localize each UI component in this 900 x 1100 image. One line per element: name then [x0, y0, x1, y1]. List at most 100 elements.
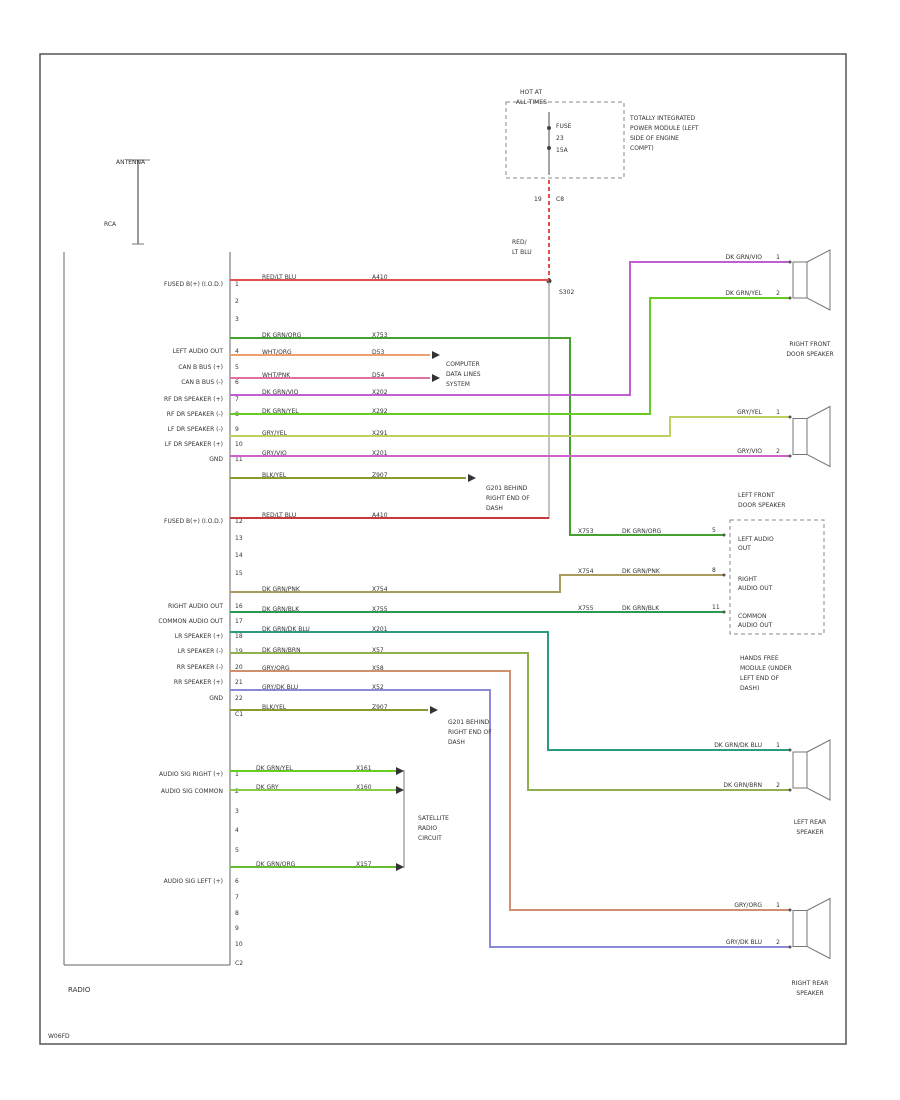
fuse-label: FUSE [556, 123, 572, 130]
wire-rr-minus-circuit: X58 [372, 665, 384, 672]
hands-free-module-name-line: HANDS FREE [740, 655, 779, 662]
arrow-can-plus [432, 351, 440, 359]
radio-pin-number: 9 [235, 925, 239, 932]
satellite-connector-arrow [396, 786, 404, 794]
wire-rf-speaker-minus [230, 297, 790, 415]
radio-pin-label: LF DR SPEAKER (-) [168, 426, 223, 433]
wire-lr-plus-color: DK GRN/DK BLU [262, 626, 310, 633]
ground-2-arrow [430, 706, 438, 714]
speaker-cone-icon [806, 405, 831, 468]
wire-lf-minus-circuit: X291 [372, 430, 388, 437]
ground-2-label-line: G201 BEHIND [448, 719, 490, 726]
speaker-magnet-icon [792, 261, 808, 299]
speaker-wire-b-color: GRY/VIO [737, 448, 762, 455]
radio-pin-label: RF DR SPEAKER (-) [167, 411, 223, 418]
speaker-magnet-icon [792, 910, 808, 947]
radio-pin-number: 4 [235, 348, 239, 355]
wire-rr-plus-circuit: X52 [372, 684, 384, 691]
hfm-pin-terminal [722, 533, 726, 537]
radio-pin-label: AUDIO SIG RIGHT (+) [159, 771, 223, 778]
speaker-name-line: DOOR SPEAKER [786, 351, 833, 358]
tipm-module-name-line: COMPT) [630, 145, 654, 152]
wire-lf-plus-color: GRY/VIO [262, 450, 287, 457]
speaker-wire-b-color: DK GRN/YEL [725, 290, 762, 297]
radio-pin-number: 18 [235, 633, 243, 640]
wire-rr-minus-color: GRY/ORG [262, 665, 290, 672]
radio-pin-number: 7 [235, 894, 239, 901]
speaker-pin-terminal [788, 260, 792, 264]
tipm-hot-at: HOT AT [520, 89, 542, 96]
wire-rf-speaker-plus [230, 261, 790, 396]
tipm-pin-b: C8 [556, 196, 564, 203]
hfm-pin-label-line: AUDIO OUT [738, 622, 773, 629]
speaker-pin-terminal [788, 748, 792, 752]
radio-pin-number: 8 [235, 910, 239, 917]
ground-2-label-line: DASH [448, 739, 465, 746]
speaker-cone-icon [806, 739, 831, 801]
hands-free-module-name-line: DASH) [740, 685, 759, 692]
wire-can-minus-circuit: D54 [372, 372, 384, 379]
radio-pin-number: 20 [235, 664, 243, 671]
radio-pin-number: 7 [235, 396, 239, 403]
hfm-pin-number: 5 [712, 527, 716, 534]
wire-sat-right-circuit: X161 [356, 765, 372, 772]
radio-pin-number: 14 [235, 552, 243, 559]
wire-left-audio-circuit: X753 [372, 332, 388, 339]
speaker-name-line: RIGHT REAR [792, 980, 829, 987]
wire-sat-left-color: DK GRN/ORG [256, 861, 296, 868]
hfm-right-circuit: X754 [578, 568, 594, 575]
hfm-pin-label-line: AUDIO OUT [738, 585, 773, 592]
hfm-pin-label-line: COMMON [738, 613, 766, 620]
speaker-pin-b: 2 [776, 939, 780, 946]
speaker-magnet-icon [792, 418, 808, 455]
wire-pin12-color: RED/LT BLU [262, 512, 296, 519]
hfm-pin-label-line: RIGHT [738, 576, 757, 583]
radio-pin-label: CAN B BUS (-) [181, 379, 223, 386]
speaker-pin-a: 1 [776, 902, 780, 909]
speaker-pin-b: 2 [776, 290, 780, 297]
speaker-pin-terminal [788, 788, 792, 792]
speaker-pin-terminal [788, 454, 792, 458]
ground-1-label-line: G201 BEHIND [486, 485, 528, 492]
satellite-connector-arrow [396, 863, 404, 871]
radio-pin-label: FUSED B(+) (I.O.D.) [164, 518, 223, 525]
speaker-0 [788, 249, 831, 311]
wire-pin1-circuit: A410 [372, 274, 388, 281]
tipm-module-name-line: TOTALLY INTEGRATED [629, 115, 696, 122]
satellite-connector-arrow [396, 767, 404, 775]
speaker-pin-terminal [788, 908, 792, 912]
wire-rr-plus-color: GRY/DK BLU [262, 684, 298, 691]
hfm-common-circuit: X755 [578, 605, 594, 612]
speaker-wire-a-color: GRY/YEL [737, 409, 763, 416]
radio-pin-number: 19 [235, 648, 243, 655]
speaker-name-line: SPEAKER [796, 990, 823, 997]
figure-id: W06FD [48, 1033, 70, 1040]
ground-1-arrow [468, 474, 476, 482]
speaker-pin-b: 2 [776, 782, 780, 789]
radio-pin-label: AUDIO SIG COMMON [161, 788, 223, 795]
wire-lf-speaker-minus [230, 416, 790, 437]
speaker-1 [788, 405, 831, 468]
wire-rf-plus-color: DK GRN/VIO [262, 389, 299, 396]
radio-pin-number: 12 [235, 518, 243, 525]
speaker-wire-a-color: DK GRN/DK BLU [714, 742, 762, 749]
wire-rf-plus-circuit: X202 [372, 389, 388, 396]
computer-data-lines-label-line: COMPUTER [446, 361, 480, 368]
speaker-name-line: LEFT REAR [794, 819, 826, 826]
radio-pin-label: AUDIO SIG LEFT (+) [164, 878, 223, 885]
wire-right-audio-circuit: X754 [372, 586, 388, 593]
radio-pin-label: GND [209, 456, 223, 463]
radio-pin-number: C2 [235, 960, 243, 967]
radio-pin-number: 6 [235, 878, 239, 885]
radio-pin-number: 11 [235, 456, 243, 463]
tipm-dashed-box [505, 101, 625, 179]
hands-free-module-box [729, 519, 825, 635]
speaker-magnet-icon [792, 751, 808, 789]
radio-pin-label: RF DR SPEAKER (+) [164, 396, 223, 403]
tipm-feed-wire-color-line: LT BLU [512, 249, 532, 256]
speaker-wire-b-color: GRY/DK BLU [726, 939, 762, 946]
lf-speaker-name-line1: LEFT FRONT [738, 492, 775, 499]
wire-rf-minus-circuit: X292 [372, 408, 388, 415]
radio-pin-label: LR SPEAKER (+) [175, 633, 223, 640]
